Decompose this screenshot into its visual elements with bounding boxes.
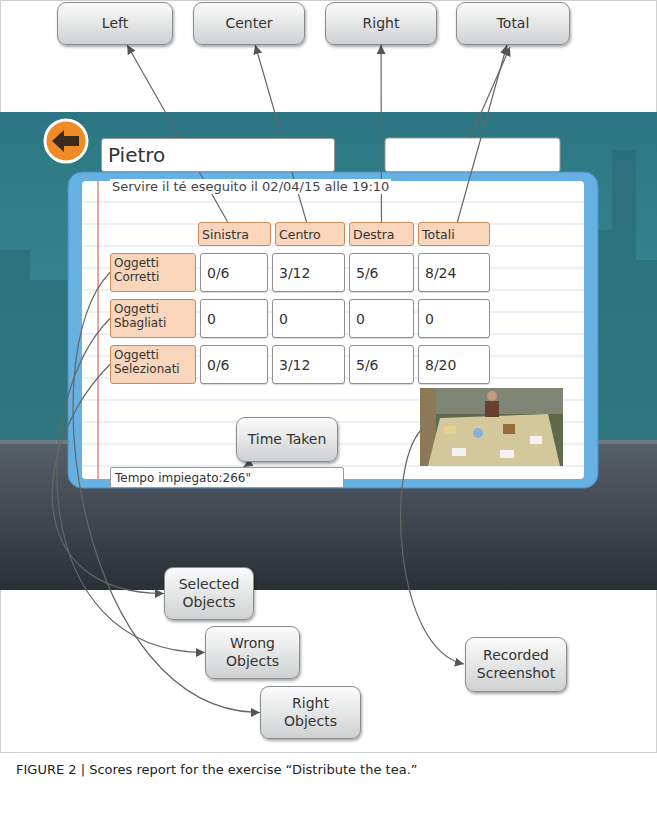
score-cell: 3/12: [272, 253, 345, 292]
node-text: Sinistra: [202, 227, 249, 242]
callout-label: Wrong Objects: [205, 626, 300, 679]
score-cell: 0: [418, 299, 490, 338]
leader-arrow: [255, 45, 306, 222]
callout-label: Center: [193, 2, 305, 45]
callout-label: Left: [57, 2, 173, 45]
node-text: Total: [497, 15, 530, 33]
node-text: 0/6: [207, 357, 230, 373]
row-header: Oggetti Selezionati: [110, 345, 196, 384]
node-text: Time Taken: [248, 431, 327, 449]
node-text: Tempo impiegato:266": [115, 471, 251, 485]
node-text: Totali: [422, 227, 455, 242]
score-cell: 8/24: [418, 253, 490, 292]
node-text: 5/6: [356, 357, 379, 373]
node-text: 0: [279, 311, 288, 327]
column-header: Totali: [418, 222, 490, 246]
score-cell: 0/6: [200, 253, 268, 292]
node-text: 0: [356, 311, 365, 327]
score-cell: 8/20: [418, 345, 490, 384]
node-text: 0: [207, 311, 216, 327]
score-cell: 0: [349, 299, 414, 338]
node-text: Oggetti Selezionati: [114, 348, 180, 376]
leader-arrow: [380, 45, 382, 222]
recorded-screenshot: [420, 388, 563, 466]
node-text: Wrong Objects: [212, 635, 293, 670]
player-name-box: Pietro: [101, 138, 335, 172]
callout-label: Right: [325, 2, 437, 45]
node-text: 5/6: [356, 265, 379, 281]
node-text: Center: [225, 15, 272, 33]
score-cell: 0/6: [200, 345, 268, 384]
leader-arrow: [127, 45, 227, 222]
callout-label: Selected Objects: [164, 567, 254, 620]
figure-caption: FIGURE 2 | Scores report for the exercis…: [16, 762, 641, 777]
node-text: Destra: [353, 227, 395, 242]
node-text: 0: [425, 311, 434, 327]
time-box: Tempo impiegato:266": [110, 467, 344, 488]
node-text: Centro: [279, 227, 321, 242]
node-text: Servire il té eseguito il 02/04/15 alle …: [110, 179, 391, 194]
node-text: Oggetti Sbagliati: [114, 302, 166, 330]
callout-label: Total: [456, 2, 570, 45]
node-text: 8/24: [425, 265, 456, 281]
node-text: 8/20: [425, 357, 456, 373]
leader-arrow: [457, 45, 507, 222]
score-cell: 3/12: [272, 345, 345, 384]
node-text: Pietro: [108, 143, 165, 167]
column-header: Destra: [349, 222, 414, 246]
node-text: Right: [363, 15, 400, 33]
node-text: 0/6: [207, 265, 230, 281]
node-text: Selected Objects: [171, 576, 247, 611]
node-text: Recorded Screenshot: [472, 647, 560, 682]
row-header: Oggetti Sbagliati: [110, 299, 196, 338]
row-header: Oggetti Corretti: [110, 253, 196, 292]
node-text: Right Objects: [267, 695, 354, 730]
column-header: Sinistra: [198, 222, 271, 246]
node-text: Left: [102, 15, 128, 33]
score-cell: 0: [200, 299, 268, 338]
callout-label: Recorded Screenshot: [465, 637, 567, 692]
callout-label: Right Objects: [260, 686, 361, 739]
column-header: Centro: [275, 222, 345, 246]
score-cell: 0: [272, 299, 345, 338]
node-text: 3/12: [279, 265, 310, 281]
score-cell: 5/6: [349, 345, 414, 384]
node-text: 3/12: [279, 357, 310, 373]
node-text: Oggetti Corretti: [114, 256, 159, 284]
callout-label: Time Taken: [236, 417, 338, 462]
score-cell: 5/6: [349, 253, 414, 292]
